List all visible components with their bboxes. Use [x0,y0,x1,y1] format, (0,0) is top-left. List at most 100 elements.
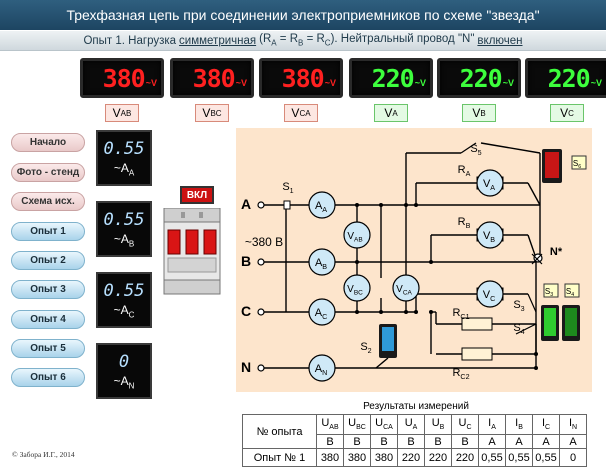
column-symbol: U [348,417,357,430]
voltmeter-unit: ~V [324,78,336,88]
results-value-cell: 380 [343,448,371,467]
resistor-c2-label-sub: C2 [460,373,469,381]
nav-button[interactable]: Опыт 1 [11,222,85,241]
results-column-header: UAB [316,414,344,435]
switch-s6-box-label-sub: 6 [578,164,581,170]
column-subscript: A [491,424,496,432]
voltmeter-value: 220 [547,63,591,93]
nav-button[interactable]: Схема исх. [11,192,85,211]
switch-s4-green-cap [565,308,577,336]
nav-button[interactable]: Опыт 3 [11,280,85,299]
results-value-cell: 220 [424,448,452,467]
formula-sub-a: A [271,38,277,48]
column-subscript: B [518,424,523,432]
ammeter-value: 0.55 [103,280,145,301]
formula-sub-b: B [298,38,304,48]
voltmeter-value: 380 [102,63,146,93]
switch-s4-label-sub: 4 [521,328,525,336]
results-unit-cell: B [343,434,371,449]
switch-s3-label-main: S [513,299,520,311]
results-column-header: IN [559,414,587,435]
label-box-s4 [564,283,580,298]
ammeter-display: 0~AN [96,343,152,399]
voltmeter-display: 220~V [349,58,433,98]
voltmeter-label-sub: BC [210,108,222,118]
circuit-breaker[interactable] [162,208,222,296]
voltmeter-b-symbol-sub: B [490,236,495,244]
results-unit-cell: A [559,434,587,449]
subtitle-load-type: симметричная [179,34,257,47]
switch-s1-label-sub: 1 [290,187,294,195]
phase-b-label: B [241,253,251,269]
ammeter-label-sub: N [128,381,135,391]
subtitle-part-1: Опыт 1. Нагрузка [83,34,177,47]
voltmeter-value: 380 [281,63,325,93]
ammeter-b-symbol-main: A [315,257,323,269]
results-value-cell: 380 [316,448,344,467]
voltmeter-label-letter: V [291,106,300,120]
voltmeter-bc-symbol: VBC [347,284,363,297]
results-column-header: IC [532,414,560,435]
neutral-point-label-main: N* [550,246,563,258]
voltmeter-display: 380~V [80,58,164,98]
voltmeter-a-symbol: VA [483,178,495,192]
switch-s3-box-label: S3 [545,287,553,298]
nav-button[interactable]: Опыт 4 [11,310,85,329]
switch-s5-label-main: S [470,143,477,155]
nav-button[interactable]: Начало [11,133,85,152]
nav-button[interactable]: Опыт 2 [11,251,85,270]
ammeter-c-symbol-main: A [315,307,323,319]
ammeter-b-symbol-sub: B [322,263,327,271]
voltmeter-display: 380~V [259,58,343,98]
column-subscript: C [545,424,551,432]
switch-s3-box-label-main: S [545,287,550,296]
results-unit-cell: B [397,434,425,449]
nav-button[interactable]: Фото - стенд [11,163,85,182]
column-symbol: I [515,417,519,430]
results-column-header: UA [397,414,425,435]
voltmeter-label-sub: B [480,108,486,118]
ammeter-label-text: ~A [113,373,129,388]
voltmeter-unit: ~V [235,78,247,88]
switch-s6-box-label: S6 [573,159,581,170]
voltmeter-label-letter: V [202,106,211,120]
voltmeter-label-sub: AB [120,108,132,118]
junction-dots [355,203,538,370]
formula-r: (R [259,33,272,46]
nav-button[interactable]: Опыт 5 [11,339,85,358]
results-value-cell: 0,55 [532,448,560,467]
results-experiment-header: № опыта [242,414,317,449]
nav-button[interactable]: Опыт 6 [11,368,85,387]
results-value-cell: 0 [559,448,587,467]
ammeter-a-symbol: AA [315,200,327,214]
resistor-b-label-main: R [458,216,466,228]
results-value-cell: 220 [451,448,479,467]
formula-sub-c: C [324,38,331,48]
voltmeter-bc-symbol-sub: BC [354,290,363,297]
voltmeter-display: 220~V [525,58,606,98]
voltmeter-c-symbol-sub: C [490,295,495,303]
column-symbol: I [488,417,492,430]
voltmeter-ca-symbol-sub: CA [403,290,413,297]
ammeter-c-symbol: AC [315,307,328,321]
formula-neutral: ). Нейтральный провод "N" [330,33,475,46]
ammeter-label-sub: B [128,239,135,249]
voltmeter-a-symbol-sub: A [490,184,495,192]
column-symbol: U [458,417,467,430]
label-box-s6 [571,155,587,170]
column-subscript: BC [356,424,366,432]
voltmeter-ab-symbol-sub: AB [354,237,363,244]
voltmeter-c-symbol-main: V [483,289,491,301]
results-unit-cell: B [370,434,398,449]
ammeter-a-symbol-main: A [315,200,323,212]
results-unit-cell: A [478,434,506,449]
ammeter-display: 0.55~AA [96,130,152,186]
ammeter-label: ~AC [114,303,135,319]
results-value-cell: 380 [370,448,398,467]
resistor-c1-label-sub: C1 [460,313,469,321]
switch-s3-box-label-sub: 3 [550,292,553,298]
